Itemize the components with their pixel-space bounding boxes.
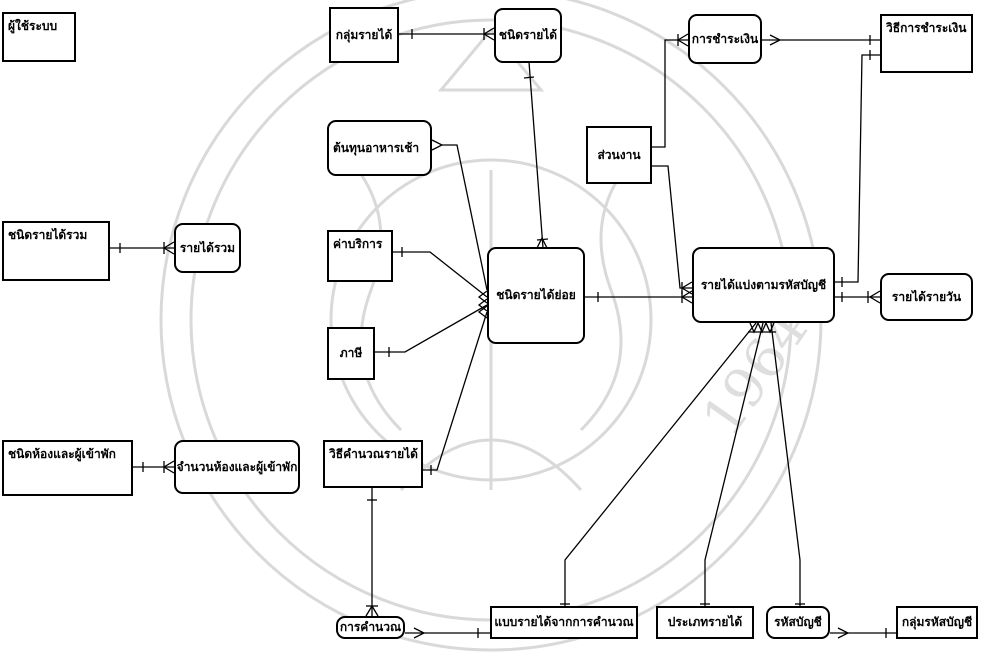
entity-total-income: รายได้รวม xyxy=(174,223,241,273)
rel-account-income-account-code xyxy=(770,322,805,616)
entity-account-code: รหัสบัญชี xyxy=(766,606,830,639)
rel-account-income-income-category xyxy=(700,322,764,616)
crows-feet-account-income xyxy=(748,322,776,334)
rel-income-group-income-type xyxy=(398,27,495,41)
entity-room-guest-count: จำนวนห้องและผู้เข้าพัก xyxy=(174,440,300,494)
rel-total-income-type-total-income xyxy=(110,241,175,255)
entity-room-guest-type: ชนิดห้องและผู้เข้าพัก xyxy=(2,440,133,496)
entity-income-group: กลุ่มรายได้ xyxy=(329,7,399,63)
rel-account-code-account-group xyxy=(830,627,896,639)
entity-calc-income-form: แบบรายได้จากการคำนวณ xyxy=(490,606,638,639)
entity-payment: การชำระเงิน xyxy=(688,14,762,64)
rel-calculation-calc-form xyxy=(405,627,490,639)
rel-department-payment xyxy=(645,33,689,152)
entity-account-group: กลุ่มรหัสบัญชี xyxy=(896,606,978,639)
rel-calc-method-sub-income xyxy=(423,305,488,475)
entity-daily-income: รายได้รายวัน xyxy=(880,273,973,321)
rel-account-income-payment-method xyxy=(835,50,880,287)
rel-tax-sub-income xyxy=(375,298,488,357)
rel-income-type-sub-income xyxy=(523,61,549,249)
rel-department-account-income xyxy=(645,161,693,295)
entity-tax: ภาษี xyxy=(327,327,375,380)
entity-sub-income-type: ชนิดรายได้ย่อย xyxy=(487,247,585,344)
rel-account-income-daily xyxy=(835,290,881,304)
entity-payment-method: วิธีการชำระเงิน xyxy=(880,14,973,73)
rel-calc-method-calculation xyxy=(365,488,379,617)
entity-breakfast-cost: ต้นทุนอาหารเช้า xyxy=(327,120,432,176)
er-diagram xyxy=(110,27,896,639)
entity-calculation: การคำนวณ xyxy=(336,616,405,639)
entity-income-by-account: รายได้แบ่งตามรหัสบัญชี xyxy=(692,247,835,323)
rel-service-sub-income xyxy=(392,247,488,304)
entity-total-income-type: ชนิดรายได้รวม xyxy=(2,221,110,281)
entity-income-type: ชนิดรายได้ xyxy=(494,8,562,63)
entity-users: ผู้ใช้ระบบ xyxy=(2,12,76,62)
entity-income-category: ประเภทรายได้ xyxy=(656,606,754,639)
entity-service-charge: ค่าบริการ xyxy=(327,230,393,282)
rel-sub-income-account-income xyxy=(585,290,693,304)
rel-breakfast-sub-income xyxy=(431,139,488,291)
rel-payment-method xyxy=(762,34,880,46)
entity-department: ส่วนงาน xyxy=(586,126,652,184)
entity-calc-method: วิธีคำนวณรายได้ xyxy=(323,440,423,488)
rel-account-income-calc-form xyxy=(560,322,757,616)
rel-room-type-room-count xyxy=(133,460,175,474)
